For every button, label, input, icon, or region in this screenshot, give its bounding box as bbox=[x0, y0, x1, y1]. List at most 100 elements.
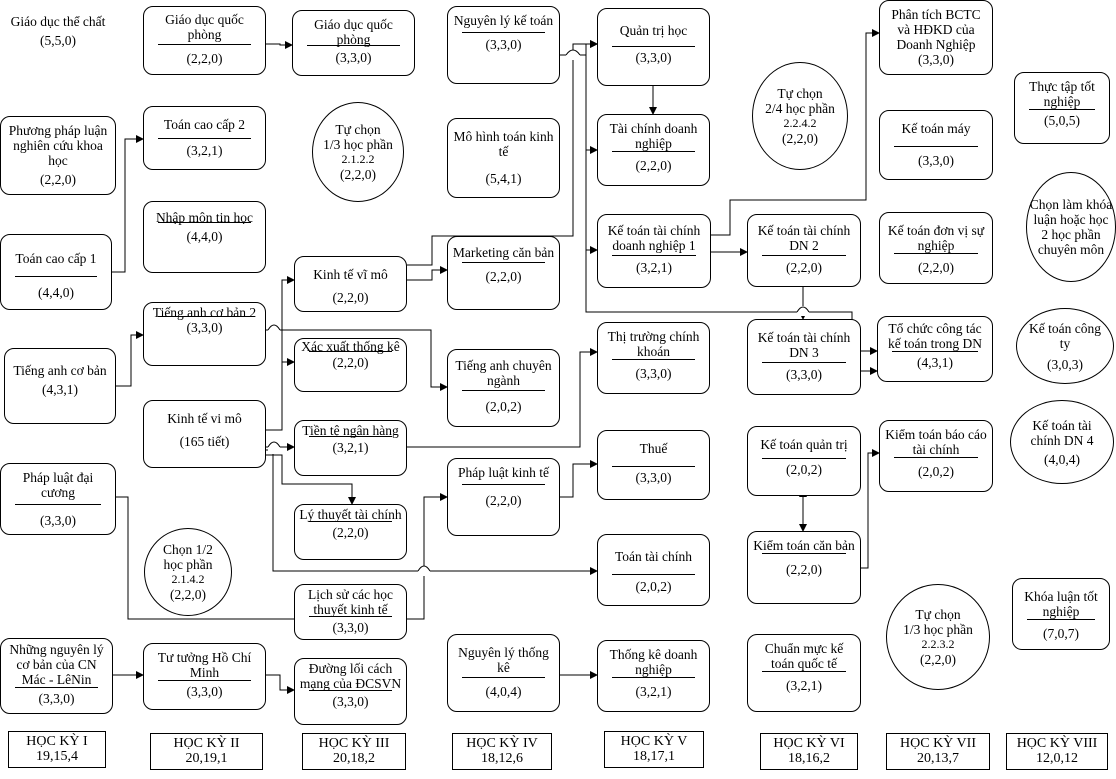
elective-e2: Tự chọn 1/3 học phần 2.1.2.2 (2,2,0) bbox=[312, 102, 404, 202]
elective-credits: (2,2,0) bbox=[340, 167, 376, 182]
course-ktbc: Kiểm toán báo cáo tài chính (2,0,2) bbox=[879, 420, 993, 492]
course-title: Chuẩn mực kế toán quốc tế bbox=[764, 641, 844, 671]
course-credits: (5,4,1) bbox=[485, 171, 522, 186]
course-title: Kế toán máy bbox=[901, 121, 971, 136]
course-ttnh: Tiền tệ ngân hàng (3,2,1) bbox=[294, 420, 407, 476]
course-title: Phân tích BCTC và HĐKD của Doanh Nghiệp bbox=[891, 7, 981, 52]
underline bbox=[462, 262, 545, 263]
underline bbox=[462, 390, 545, 391]
underline bbox=[158, 222, 251, 223]
edge-tacb-tacb2 bbox=[116, 331, 144, 387]
edge-pldc-plkt bbox=[116, 493, 448, 620]
course-dlcm: Đường lối cách mạng của ĐCSVN (3,3,0) bbox=[294, 658, 407, 725]
semester-credits: 18,12,6 bbox=[481, 751, 523, 766]
edge-ktcb-ktbc bbox=[861, 449, 880, 569]
underline bbox=[462, 32, 545, 33]
elective-line2: học phần bbox=[163, 557, 213, 572]
course-cmkt: Chuẩn mực kế toán quốc tế (3,2,1) bbox=[747, 634, 861, 712]
underline bbox=[612, 46, 695, 47]
edge-ktvimo-mkt bbox=[407, 266, 448, 281]
course-title: Kiểm toán báo cáo tài chính bbox=[885, 427, 987, 457]
course-title: Thị trường chính khoán bbox=[607, 329, 700, 359]
semester-label: HỌC KỲ VII bbox=[900, 736, 976, 751]
semester-credits: 20,19,1 bbox=[185, 751, 228, 766]
course-tcdn: Tài chính doanh nghiệp (2,2,0) bbox=[597, 114, 710, 186]
course-title: Khóa luận tốt nghiệp bbox=[1024, 589, 1098, 619]
edge-tacb2-tacn bbox=[266, 329, 448, 391]
course-credits: (2,0,2) bbox=[918, 464, 954, 479]
underline bbox=[15, 276, 97, 277]
course-credits: (3,3,0) bbox=[186, 684, 223, 699]
course-credits: (4,3,1) bbox=[917, 355, 953, 370]
course-title: Kế toán quản trị bbox=[760, 437, 848, 452]
course-plkt: Pháp luật kinh tế (2,2,0) bbox=[447, 458, 560, 536]
underline bbox=[15, 504, 101, 505]
course-credits: (2,0,2) bbox=[485, 399, 522, 414]
course-kttc4: Kế toán tài chính DN 4 (4,0,4) bbox=[1010, 400, 1114, 484]
course-credits: (2,0,2) bbox=[786, 462, 822, 477]
underline bbox=[762, 458, 846, 459]
edge-plkt-thue bbox=[560, 460, 598, 498]
elective-e1: Chọn 1/2 học phần 2.1.4.2 (2,2,0) bbox=[144, 528, 232, 616]
course-title: Toán cao cấp 1 bbox=[15, 251, 97, 266]
course-title: Pháp luật kinh tế bbox=[457, 465, 550, 480]
underline bbox=[462, 484, 545, 485]
course-credits: (3,3,0) bbox=[635, 50, 672, 65]
underline bbox=[892, 351, 978, 352]
course-title: Những nguyên lý cơ bản của CN Mác - LêNi… bbox=[9, 642, 104, 687]
course-title: Giáo dục quốc phòng bbox=[165, 12, 244, 42]
elective-code: 2.1.2.2 bbox=[341, 152, 375, 166]
course-credits: (3,3,0) bbox=[485, 37, 522, 52]
course-gdqp-2: Giáo dục quốc phòng (3,3,0) bbox=[292, 10, 415, 76]
underline bbox=[309, 521, 392, 522]
elective-line2: 2/4 học phần bbox=[765, 101, 835, 116]
course-title: Quản trị học bbox=[619, 23, 688, 38]
course-credits: (2,2,0) bbox=[786, 260, 822, 275]
course-title: Thống kê doanh nghiệp bbox=[609, 647, 698, 677]
elective-line2: 1/3 học phần bbox=[323, 137, 393, 152]
semester-label: HỌC KỲ II bbox=[173, 736, 240, 751]
elective-e5: Chọn làm khóa luận hoặc học 2 học phần c… bbox=[1026, 172, 1116, 282]
underline bbox=[612, 466, 695, 467]
semester-label: HỌC KỲ III bbox=[318, 736, 390, 751]
underline bbox=[612, 255, 696, 256]
course-credits: (4,4,0) bbox=[38, 285, 74, 300]
course-ktm: Kế toán máy (3,3,0) bbox=[879, 110, 993, 180]
course-credits: (2,2,0) bbox=[635, 158, 672, 173]
course-tcc2: Toán cao cấp 2 (3,2,1) bbox=[143, 106, 266, 170]
course-kttc1: Kế toán tài chính doanh nghiệp 1 (3,2,1) bbox=[597, 214, 711, 288]
elective-credits: (2,2,0) bbox=[782, 131, 818, 146]
elective-line2: 1/3 học phần bbox=[903, 622, 973, 637]
underline bbox=[762, 671, 846, 672]
underline bbox=[612, 574, 695, 575]
semester-label: HỌC KỲ I bbox=[26, 734, 88, 749]
underline bbox=[1027, 619, 1095, 620]
course-credits: (3,2,1) bbox=[636, 260, 672, 275]
course-title: Pháp luật đại cương bbox=[22, 470, 94, 500]
underline bbox=[612, 151, 695, 152]
course-credits: (2,2,0) bbox=[332, 355, 369, 370]
course-tcct: Tổ chức công tác kế toán trong DN (4,3,1… bbox=[877, 316, 993, 382]
underline bbox=[158, 44, 251, 45]
course-lsht: Lịch sử các học thuyết kinh tế (3,3,0) bbox=[294, 584, 407, 640]
underline bbox=[309, 351, 392, 352]
course-title: Lý thuyết tài chính bbox=[299, 507, 402, 522]
course-title: Mô hình toán kinh tế bbox=[453, 129, 554, 159]
course-ktcb: Kiểm toán căn bản (2,2,0) bbox=[747, 531, 861, 604]
course-title: Giáo dục thể chất bbox=[10, 14, 106, 29]
course-title: Tư tưởng Hồ Chí Minh bbox=[157, 650, 252, 680]
course-gdqp-1: Giáo dục quốc phòng (2,2,0) bbox=[143, 6, 266, 75]
course-kltn: Khóa luận tốt nghiệp (7,0,7) bbox=[1012, 578, 1110, 650]
course-credits: (4,0,4) bbox=[485, 684, 522, 699]
course-ttc: Toán tài chính (2,0,2) bbox=[597, 534, 710, 606]
elective-code: 2.1.4.2 bbox=[171, 572, 205, 586]
course-credits: (3,3,0) bbox=[635, 470, 672, 485]
underline bbox=[158, 138, 251, 139]
course-credits: (3,2,1) bbox=[186, 143, 223, 158]
semester-7: HỌC KỲ VII 20,13,7 bbox=[886, 733, 990, 770]
elective-line1: Tự chọn bbox=[335, 122, 381, 137]
semester-8: HỌC KỲ VIII 12,0,12 bbox=[1006, 733, 1108, 770]
course-credits: (3,3,0) bbox=[635, 366, 672, 381]
underline bbox=[762, 362, 846, 363]
course-title: Kinh tế vĩ mô bbox=[313, 267, 388, 282]
